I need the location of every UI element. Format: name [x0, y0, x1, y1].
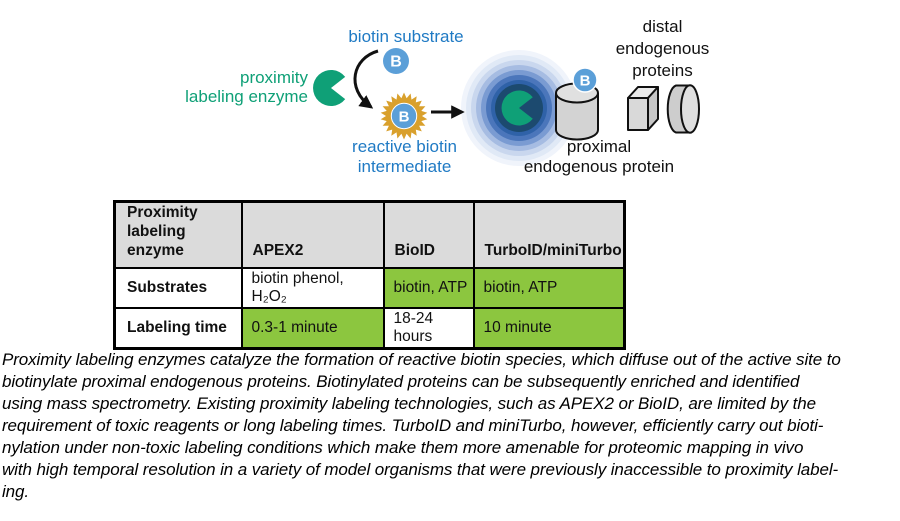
caption-line: ing. — [2, 482, 30, 501]
proximal-endogenous-protein-label: proximal endogenous protein — [523, 137, 675, 176]
cell-turboid-substrates: biotin, ATP — [472, 267, 626, 309]
caption-line: using mass spectrometry. Existing proxim… — [2, 394, 816, 413]
caption-line: requirement of toxic reagents or long la… — [2, 416, 824, 435]
table-header-proximity-labeling-enzyme: Proximity labeling enzyme — [113, 200, 243, 269]
cell-bioid-substrates: biotin, ATP — [382, 267, 475, 309]
distal-protein-cylinder — [666, 84, 700, 134]
intermediate-biotin-circle — [390, 102, 418, 130]
caption-line: with high temporal resolution in a varie… — [2, 460, 839, 479]
row-label-labeling-time: Labeling time — [113, 307, 243, 350]
intermediate-biotin-letter: B — [399, 109, 410, 126]
row-label-substrates: Substrates — [113, 267, 243, 309]
cell-turboid-labeling-time: 10 minute — [472, 307, 626, 350]
diagram-canvas: B B B — [313, 48, 700, 166]
table-header-apex2: APEX2 — [240, 200, 385, 269]
biotinylated-badge-circle — [572, 67, 598, 93]
table-row-substrates: Substrates biotin phenol, H₂O₂ biotin, A… — [113, 267, 626, 309]
biotin-substrate-circle — [383, 48, 409, 74]
cell-bioid-labeling-time: 18-24 hours — [382, 307, 475, 350]
proximal-protein-cylinder — [555, 82, 599, 141]
caption-line: biotinylate proximal endogenous proteins… — [2, 372, 800, 391]
table-header-turboid-miniturbo: TurboID/miniTurbo — [472, 200, 626, 269]
comparison-table: Proximity labeling enzyme APEX2 BioID Tu… — [113, 200, 626, 350]
table-header-row: Proximity labeling enzyme APEX2 BioID Tu… — [113, 200, 626, 269]
table-header-bioid: BioID — [382, 200, 475, 269]
proximity-labeling-enzyme-label: proximity labeling enzyme — [185, 68, 308, 106]
reactive-biotin-intermediate-label: reactive biotin intermediate — [352, 137, 457, 176]
caption-line: nylation under non-toxic labeling condit… — [2, 438, 804, 457]
biotinylated-badge-letter: B — [580, 73, 591, 90]
distal-protein-cube — [627, 86, 659, 131]
substrate-to-intermediate-arrow — [353, 49, 379, 109]
activated-enzyme-shape — [501, 90, 533, 126]
cell-apex2-substrates: biotin phenol, H₂O₂ — [240, 267, 385, 309]
cell-apex2-labeling-time: 0.3-1 minute — [240, 307, 385, 350]
figure-caption: Proximity labeling enzymes catalyze the … — [0, 349, 900, 503]
biotin-substrate-label: biotin substrate — [348, 27, 464, 46]
distal-endogenous-proteins-label: distal endogenous proteins — [615, 17, 710, 80]
biotin-substrate-letter: B — [390, 54, 402, 71]
proximity-enzyme-shape — [313, 70, 346, 107]
table-row-labeling-time: Labeling time 0.3-1 minute 18-24 hours 1… — [113, 307, 626, 350]
caption-line: Proximity labeling enzymes catalyze the … — [2, 350, 841, 369]
